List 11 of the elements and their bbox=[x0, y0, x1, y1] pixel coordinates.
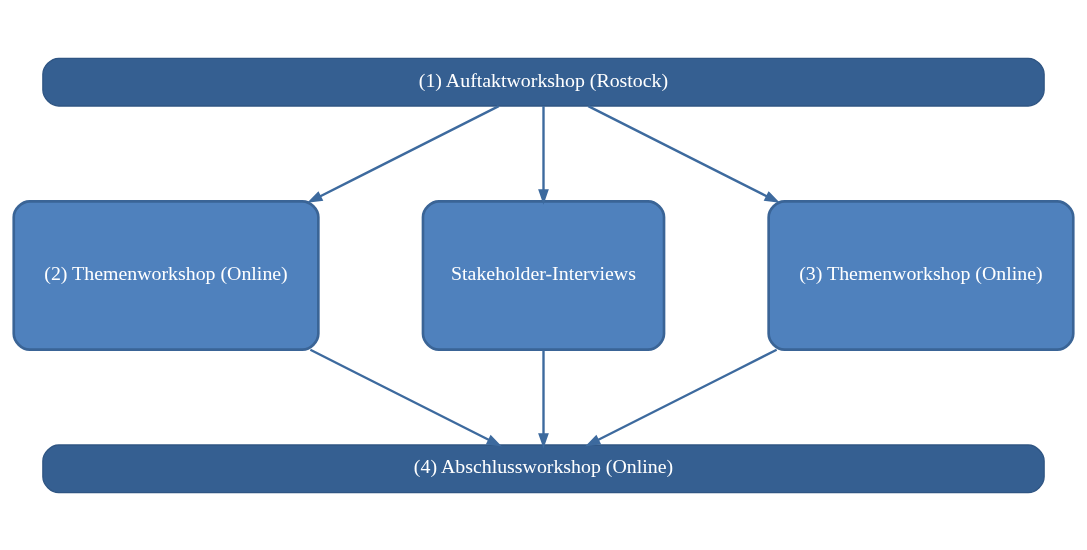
arrow bbox=[585, 348, 778, 447]
node-box: Stakeholder-Interviews bbox=[421, 199, 666, 351]
arrow bbox=[307, 104, 500, 203]
arrow bbox=[538, 105, 549, 205]
node-box: (1) Auftaktworkshop (Rostock) bbox=[42, 57, 1045, 107]
node-box: (4) Abschlussworkshop (Online) bbox=[42, 443, 1045, 493]
node-box: (2) Themenworkshop (Online) bbox=[12, 199, 320, 351]
arrow bbox=[538, 349, 549, 449]
node-box: (3) Themenworkshop (Online) bbox=[767, 199, 1075, 351]
arrow bbox=[309, 348, 502, 447]
arrow bbox=[587, 104, 780, 203]
